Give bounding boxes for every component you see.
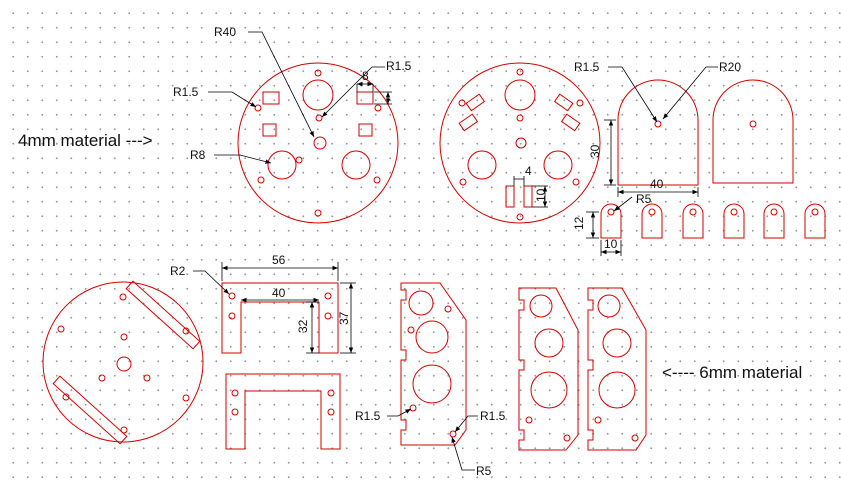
top-disc-left [237, 62, 399, 224]
label-10a: 10 [534, 188, 548, 202]
label-r5-a: R5 [636, 192, 652, 206]
label-40a: 40 [650, 177, 664, 191]
dim-4-10 [513, 176, 548, 208]
label-r2: R2 [170, 264, 186, 278]
label-r1-5-e: R1.5 [480, 409, 506, 423]
bottom-disc [42, 280, 204, 445]
note-6mm-material: <---- 6mm material [662, 363, 802, 382]
side-plate-2 [518, 287, 579, 451]
leaders-side-plate [387, 408, 478, 471]
label-r1-5-b: R1.5 [386, 59, 412, 73]
label-30: 30 [588, 144, 602, 158]
label-40b: 40 [272, 286, 286, 300]
small-tabs [600, 203, 826, 239]
note-4mm-material: 4mm material ---> [18, 131, 153, 150]
label-56: 56 [272, 253, 286, 267]
label-8: 8 [362, 69, 369, 83]
dim-12-10 [586, 211, 622, 256]
label-r20: R20 [719, 60, 741, 74]
label-10b: 10 [604, 237, 618, 251]
label-r5-b: R5 [476, 464, 492, 478]
top-disc-right [439, 62, 601, 224]
label-r1-5-d: R1.5 [355, 409, 381, 423]
label-12: 12 [572, 216, 586, 230]
label-r1-5-a: R1.5 [173, 85, 199, 99]
arch-plate-2 [712, 79, 794, 184]
leaders-top-right [608, 66, 718, 212]
label-r40: R40 [214, 25, 236, 39]
arch-plate-1 [617, 79, 699, 186]
side-plate-1 [400, 282, 467, 446]
label-r8: R8 [190, 148, 206, 162]
dim-30-40 [604, 119, 699, 197]
label-32: 32 [296, 319, 310, 333]
label-4: 4 [525, 164, 532, 178]
dims-u-bracket [193, 262, 356, 354]
leaders-top-left [208, 31, 392, 164]
u-bracket-bottom [225, 373, 341, 450]
label-r1-5-c: R1.5 [574, 60, 600, 74]
label-37: 37 [337, 311, 351, 325]
side-plate-3 [587, 287, 647, 451]
